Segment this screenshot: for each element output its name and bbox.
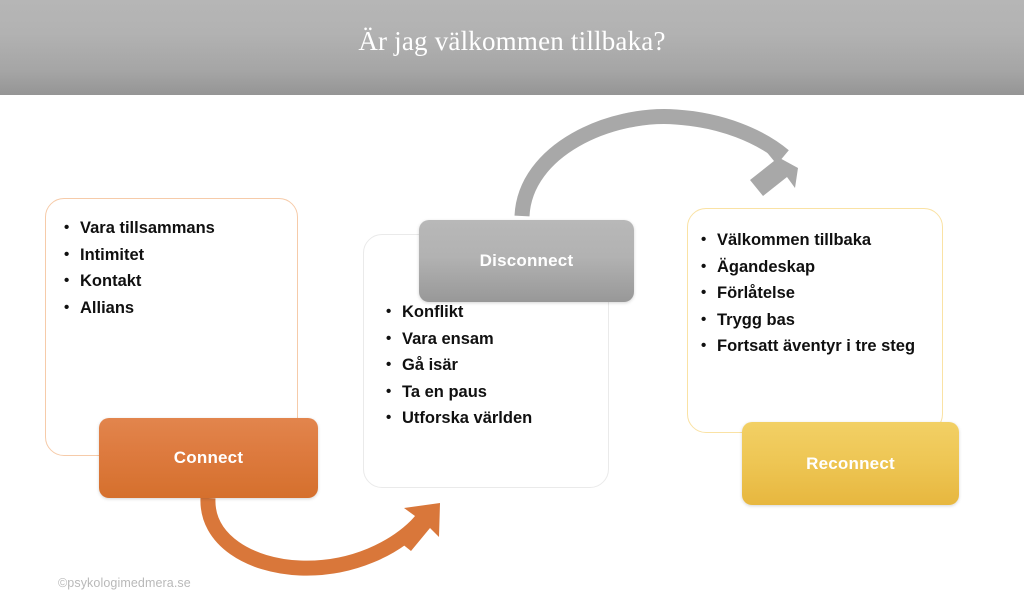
- list-item: Förlåtelse: [701, 280, 919, 307]
- connect-bullet-list: Vara tillsammans Intimitet Kontakt Allia…: [64, 215, 215, 321]
- list-item: Gå isär: [386, 352, 532, 379]
- list-item: Välkommen tillbaka: [701, 227, 919, 254]
- list-item: Intimitet: [64, 242, 215, 269]
- list-item: Kontakt: [64, 268, 215, 295]
- reconnect-stage-label-text: Reconnect: [806, 453, 895, 473]
- list-item: Konflikt: [386, 299, 532, 326]
- connect-to-disconnect-arrow: [200, 497, 440, 576]
- disconnect-to-reconnect-arrow: [514, 109, 798, 217]
- page-title: Är jag välkommen tillbaka?: [358, 26, 666, 56]
- connect-stage-label-text: Connect: [173, 448, 244, 467]
- connect-card: Vara tillsammans Intimitet Kontakt Allia…: [45, 198, 298, 456]
- list-item: Utforska världen: [386, 405, 532, 432]
- reconnect-card: Välkommen tillbaka Ägandeskap Förlåtelse…: [687, 208, 943, 433]
- disconnect-stage-label-text: Disconnect: [479, 251, 574, 270]
- footer-credit: ©psykologimedmera.se: [58, 576, 191, 590]
- disconnect-stage-label[interactable]: Disconnect: [419, 220, 634, 302]
- list-item: Vara ensam: [386, 326, 532, 353]
- list-item: Ta en paus: [386, 379, 532, 406]
- list-item: Fortsatt äventyr i tre steg: [701, 333, 919, 360]
- reconnect-bullet-list: Välkommen tillbaka Ägandeskap Förlåtelse…: [701, 227, 919, 360]
- disconnect-bullet-list: Konflikt Vara ensam Gå isär Ta en paus U…: [386, 299, 532, 432]
- list-item: Vara tillsammans: [64, 215, 215, 242]
- list-item: Trygg bas: [701, 307, 919, 334]
- header-banner: [0, 0, 1024, 95]
- list-item: Ägandeskap: [701, 254, 919, 281]
- reconnect-stage-label[interactable]: Reconnect: [742, 422, 959, 505]
- list-item: Allians: [64, 295, 215, 322]
- connect-stage-label[interactable]: Connect: [99, 418, 318, 498]
